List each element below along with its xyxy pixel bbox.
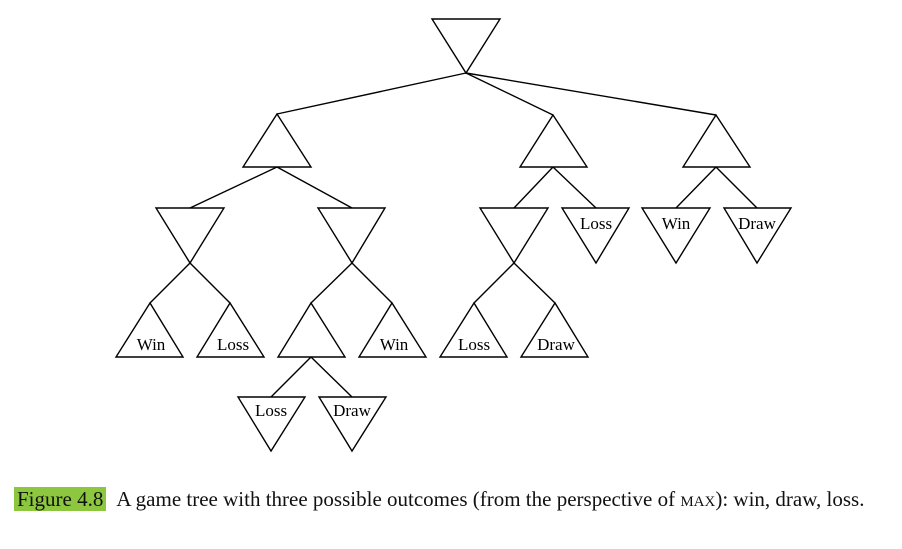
edge (675, 166, 717, 209)
min-node (316, 207, 387, 265)
figure-caption: Figure 4.8 A game tree with three possib… (14, 484, 894, 514)
edge (715, 166, 758, 209)
leaf-label: Draw (537, 335, 575, 354)
edge (276, 166, 353, 209)
leaf-node (317, 396, 388, 453)
game-tree-diagram: Loss Win Draw Win Loss Win Loss Draw Los… (114, 18, 793, 453)
caption-text-end: ): win, draw, loss. (715, 487, 865, 511)
figure-label: Figure 4.8 (14, 487, 107, 511)
edge (513, 166, 554, 209)
tree-edges (149, 72, 758, 398)
edge (513, 262, 556, 304)
edge (465, 72, 554, 116)
max-node (518, 113, 589, 168)
edge (276, 72, 467, 115)
leaf-label: Loss (580, 214, 612, 233)
max-node (276, 301, 347, 358)
edge (189, 166, 278, 209)
leaf-label: Win (662, 214, 691, 233)
leaf-node (236, 396, 307, 453)
root-node (430, 18, 502, 75)
caption-max: max (680, 487, 716, 511)
edge (552, 166, 597, 209)
edge (310, 262, 353, 304)
leaf-label: Draw (333, 401, 371, 420)
caption-text: A game tree with three possible outcomes… (116, 487, 681, 511)
edge (351, 262, 393, 304)
edge (189, 262, 231, 304)
leaf-node (519, 301, 590, 358)
edge (465, 72, 717, 116)
max-node (241, 112, 313, 168)
leaf-node (640, 207, 712, 265)
leaf-node (114, 301, 185, 358)
leaf-node (438, 301, 509, 358)
max-node (681, 113, 752, 168)
leaf-label: Win (137, 335, 166, 354)
leaf-label: Win (380, 335, 409, 354)
leaf-node (722, 207, 793, 265)
edge (270, 356, 312, 398)
edge (473, 262, 515, 304)
leaf-label: Draw (738, 214, 776, 233)
edge (310, 356, 353, 398)
min-node (154, 207, 226, 265)
leaf-label: Loss (255, 401, 287, 420)
leaf-node (357, 301, 428, 358)
leaf-label: Loss (458, 335, 490, 354)
edge (149, 262, 191, 304)
leaf-node (560, 207, 631, 265)
min-node (478, 207, 550, 265)
leaf-node (195, 301, 266, 358)
leaf-label: Loss (217, 335, 249, 354)
